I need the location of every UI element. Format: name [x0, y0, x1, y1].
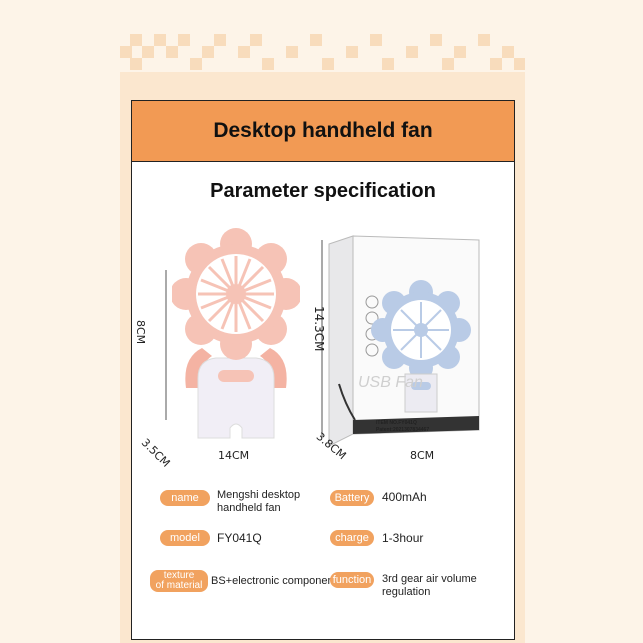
name-value: Mengshi desktop handheld fan — [217, 489, 301, 514]
product-height-label: 8CM — [134, 320, 147, 345]
model-pill: model — [160, 530, 210, 546]
name-pill: name — [160, 490, 210, 506]
box-item-number: ITEM NO.FY041Q — [376, 420, 417, 426]
box-height-line — [321, 240, 323, 436]
box-height-label: 14.3CM — [312, 306, 326, 352]
texture-label-line2: of material — [155, 580, 203, 591]
product-height-line — [165, 270, 167, 420]
battery-value: 400mAh — [382, 490, 427, 504]
fan-box-image — [328, 235, 480, 447]
box-side-text: USB Fan — [358, 374, 423, 391]
battery-pill: Battery — [330, 490, 374, 506]
texture-value: BS+electronic component — [211, 575, 337, 587]
title-banner: Desktop handheld fan — [131, 100, 515, 162]
function-pill: function — [330, 572, 374, 588]
texture-label-line1: texture — [163, 570, 195, 581]
model-value: FY041Q — [217, 531, 262, 545]
charge-value: 1-3hour — [382, 531, 424, 545]
charge-pill: charge — [330, 530, 374, 546]
page-title: Desktop handheld fan — [213, 119, 433, 142]
checker-pattern — [120, 34, 525, 70]
texture-pill: texture of material — [150, 570, 208, 592]
product-width-label: 14CM — [218, 449, 250, 462]
fan-product-image — [172, 228, 300, 439]
function-value: 3rd gear air volume regulation — [382, 573, 477, 598]
spec-heading: Parameter specification — [210, 180, 436, 202]
box-patent: Patent:2021307834467 — [376, 427, 430, 433]
box-width-label: 8CM — [410, 449, 435, 462]
